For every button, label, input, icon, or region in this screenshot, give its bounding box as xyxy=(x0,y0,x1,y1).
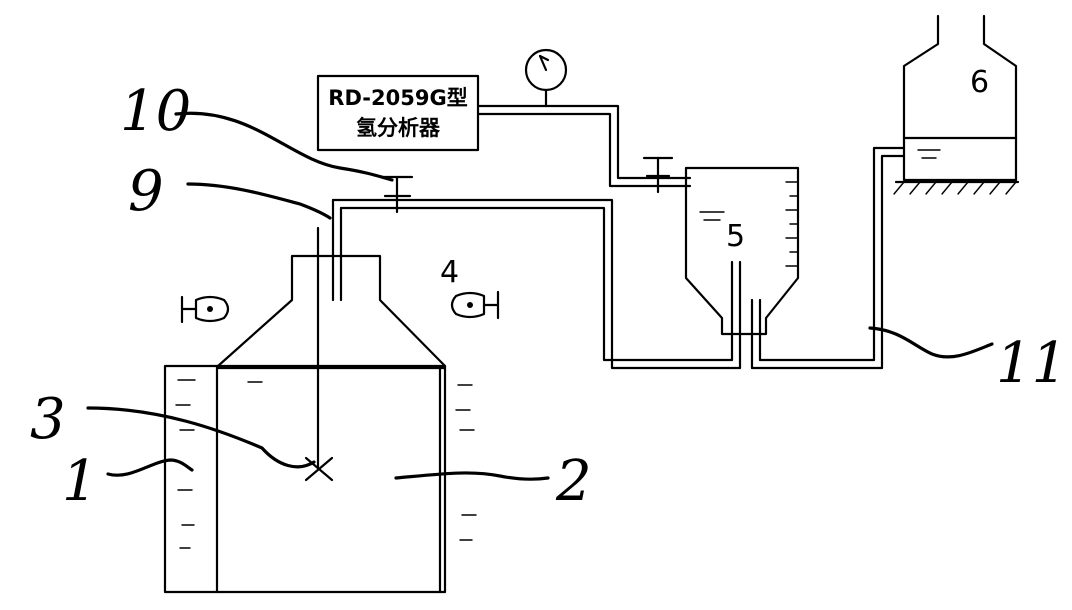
analyzer-model-label: RD-2059G型 xyxy=(328,86,467,110)
hydrogen-analyzer: RD-2059G型 氢分析器 xyxy=(316,74,480,152)
leader-lines xyxy=(86,111,994,481)
analyzer-pipe xyxy=(476,104,692,188)
analyzer-name-label: 氢分析器 xyxy=(356,116,441,140)
pressure-gauge xyxy=(524,48,568,108)
water-bath xyxy=(163,364,477,594)
label-5: 5 xyxy=(726,219,745,254)
outlet-tube xyxy=(331,198,742,370)
valve-10 xyxy=(382,175,414,214)
label-2: 2 xyxy=(555,449,592,514)
label-4: 4 xyxy=(440,255,459,290)
label-3: 3 xyxy=(30,387,66,452)
lamp-left xyxy=(180,295,230,324)
lamp-right xyxy=(450,290,500,320)
measuring-vessel xyxy=(684,166,800,370)
label-11: 11 xyxy=(996,331,1067,396)
reaction-vessel xyxy=(216,254,447,370)
label-9: 9 xyxy=(128,159,164,224)
probe-wire xyxy=(304,226,334,482)
reservoir-bottle xyxy=(893,14,1020,195)
label-1: 1 xyxy=(62,449,98,514)
label-10: 10 xyxy=(120,79,191,144)
label-6: 6 xyxy=(970,65,989,100)
valve-top xyxy=(642,156,674,194)
connecting-pipe-11 xyxy=(750,146,906,370)
